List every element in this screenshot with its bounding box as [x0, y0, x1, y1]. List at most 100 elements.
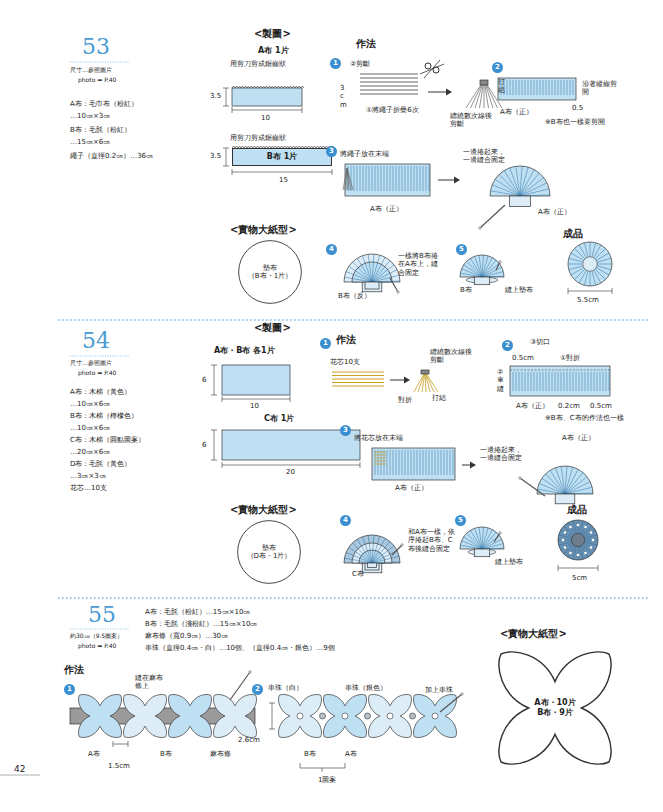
- stroke-line: [495, 179, 520, 196]
- stroke-line: [370, 550, 372, 563]
- stroke-line: [590, 242, 591, 256]
- annotation: …15㎝×6㎝: [70, 138, 110, 146]
- annotation: ③切口: [530, 338, 550, 346]
- stroke-line: [555, 372, 556, 391]
- stroke-line: [582, 372, 583, 391]
- annotation: 1圖案: [318, 776, 336, 784]
- stroke-line: [482, 258, 492, 277]
- annotation: 0.5cm: [590, 402, 612, 410]
- stroke-line: [525, 80, 526, 95]
- stroke-line: [479, 527, 482, 549]
- felt-motif: [123, 694, 166, 737]
- stroke-line: [583, 545, 592, 554]
- stroke-line: [567, 372, 568, 391]
- annotation: …10㎝×3㎝: [70, 112, 110, 120]
- stroke-line: [568, 264, 582, 265]
- stroke-line: [588, 372, 589, 391]
- step-number: 3: [329, 147, 334, 155]
- stroke-line: [369, 166, 370, 191]
- step-number: 1: [323, 339, 328, 347]
- stroke-line: [372, 553, 380, 563]
- stroke-line: [450, 450, 451, 475]
- motif-outline: [499, 652, 611, 764]
- annotation: A布（正）: [516, 402, 549, 410]
- stroke-line: [606, 372, 607, 391]
- stroke-line: [564, 372, 565, 391]
- step-number: 2: [505, 341, 510, 349]
- bead: [410, 713, 416, 719]
- rolled-base: [474, 549, 489, 557]
- stroke-line: [417, 450, 418, 475]
- annotation: …20㎝×6㎝: [70, 448, 110, 456]
- fabric-piece: [345, 164, 430, 196]
- dot: [577, 524, 580, 527]
- annotation: A布: [345, 750, 357, 758]
- annotation: B布（反）: [338, 292, 371, 300]
- stroke-line: [405, 166, 406, 191]
- stroke-line: [565, 469, 578, 494]
- stroke-line: [375, 166, 376, 191]
- stroke-line: [598, 264, 612, 265]
- stroke-line: [360, 90, 418, 91]
- stroke-line: [528, 80, 529, 95]
- stroke-line: [591, 372, 592, 391]
- stroke-line: [402, 166, 403, 191]
- rolled-flower: [352, 262, 392, 282]
- node-text: A布・10片: [534, 698, 575, 708]
- stroke-line: [384, 450, 385, 475]
- stroke-line: [418, 372, 425, 392]
- stroke-line: [534, 80, 535, 95]
- project-number: 54: [82, 328, 110, 354]
- stroke-line: [355, 271, 372, 282]
- stroke-line: [597, 266, 611, 270]
- annotation: 約30㎝（9.5圖案）: [70, 632, 123, 639]
- section-heading: 作法: [64, 664, 84, 676]
- stroke-line: [347, 168, 353, 190]
- stroke-line: [269, 703, 275, 704]
- stroke-line: [474, 256, 482, 277]
- zigzag-edge: [232, 86, 304, 88]
- stroke-line: [516, 372, 517, 391]
- stroke-line: [555, 468, 565, 494]
- section-heading: <實物大紙型>: [230, 224, 297, 236]
- stroke-line: [519, 80, 520, 95]
- rolled-flower: [460, 255, 504, 277]
- stroke-line: [374, 452, 386, 453]
- rolled-flower: [490, 166, 550, 196]
- stroke-line: [537, 372, 538, 391]
- flower-center: [571, 533, 584, 546]
- annotation: 打結: [498, 78, 506, 95]
- stroke-line: [482, 272, 503, 277]
- section-heading: 成品: [567, 504, 587, 516]
- stroke-line: [482, 530, 492, 549]
- stroke-line: [564, 80, 565, 95]
- pattern-motif: A布・10片B布・9片: [495, 648, 615, 768]
- dot: [592, 539, 595, 542]
- stroke-line: [378, 450, 379, 475]
- stroke-line: [363, 166, 364, 191]
- stroke-line: [70, 62, 130, 63]
- pattern-circle: 墊布（D布・1片）: [237, 520, 301, 584]
- stroke-line: [590, 272, 591, 286]
- stroke-line: [583, 526, 592, 535]
- annotation: A布（正）: [562, 434, 595, 442]
- stroke-line: [128, 741, 129, 747]
- stroke-line: [423, 166, 424, 191]
- arrow-head: [446, 89, 452, 96]
- annotation: A布：毛巾布（粉紅）: [70, 100, 138, 108]
- stroke-line: [467, 533, 482, 549]
- arrow-head: [454, 177, 460, 184]
- stroke-line: [372, 557, 384, 563]
- dot: [577, 554, 580, 557]
- stroke-line: [520, 189, 549, 196]
- stroke-line: [411, 166, 412, 191]
- annotation: 縫上墊布: [505, 286, 533, 294]
- stroke-line: [520, 183, 547, 196]
- stroke-line: [405, 450, 406, 475]
- annotation: ※B布也一樣要剪開: [545, 118, 607, 126]
- annotation: C布: [352, 570, 364, 578]
- stroke-line: [332, 169, 333, 175]
- stroke-line: [414, 166, 415, 191]
- section-heading: 成品: [563, 228, 583, 240]
- annotation: A布 1片: [258, 46, 289, 56]
